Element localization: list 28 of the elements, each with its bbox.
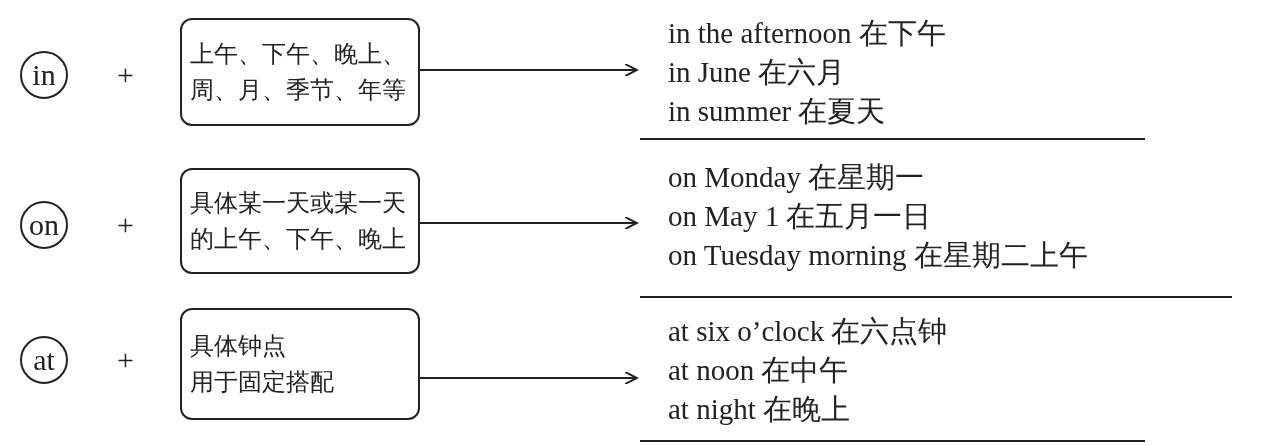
preposition: in — [32, 60, 56, 90]
preposition-circle — [20, 201, 68, 249]
example-phrase: at night 在晚上 — [668, 392, 852, 427]
example-phrase: in the afternoon 在下午 — [668, 16, 947, 51]
example-phrase: in summer 在夏天 — [668, 94, 887, 129]
example-phrase: on May 1 在五月一日 — [668, 199, 933, 234]
preposition-circle — [20, 51, 68, 99]
example-phrase: in June 在六月 — [668, 55, 847, 90]
plus-sign: + — [117, 60, 134, 90]
usage-text: 具体某一天或某一天的上午、下午、晚上 — [190, 189, 407, 254]
preposition-circle — [20, 336, 68, 384]
usage-box — [180, 308, 420, 420]
example-phrase: at noon 在中午 — [668, 353, 850, 388]
plus-sign: + — [117, 210, 134, 240]
usage-box — [180, 168, 420, 274]
arrow — [419, 371, 638, 385]
usage-box — [180, 18, 420, 126]
plus-sign: + — [117, 345, 134, 375]
preposition: at — [33, 345, 55, 375]
usage-text: 具体钟点 — [190, 332, 287, 361]
usage-text: 上午、下午、晚上、周、月、季节、年等 — [190, 40, 407, 105]
arrow — [419, 216, 638, 230]
arrow — [419, 63, 638, 77]
example-phrase: on Monday 在星期一 — [668, 160, 926, 195]
example-phrase: on Tuesday morning 在星期二上午 — [668, 238, 1089, 273]
usage-text: 用于固定搭配 — [190, 368, 335, 397]
example-phrase: at six o’clock 在六点钟 — [668, 314, 949, 349]
preposition: on — [29, 210, 59, 240]
